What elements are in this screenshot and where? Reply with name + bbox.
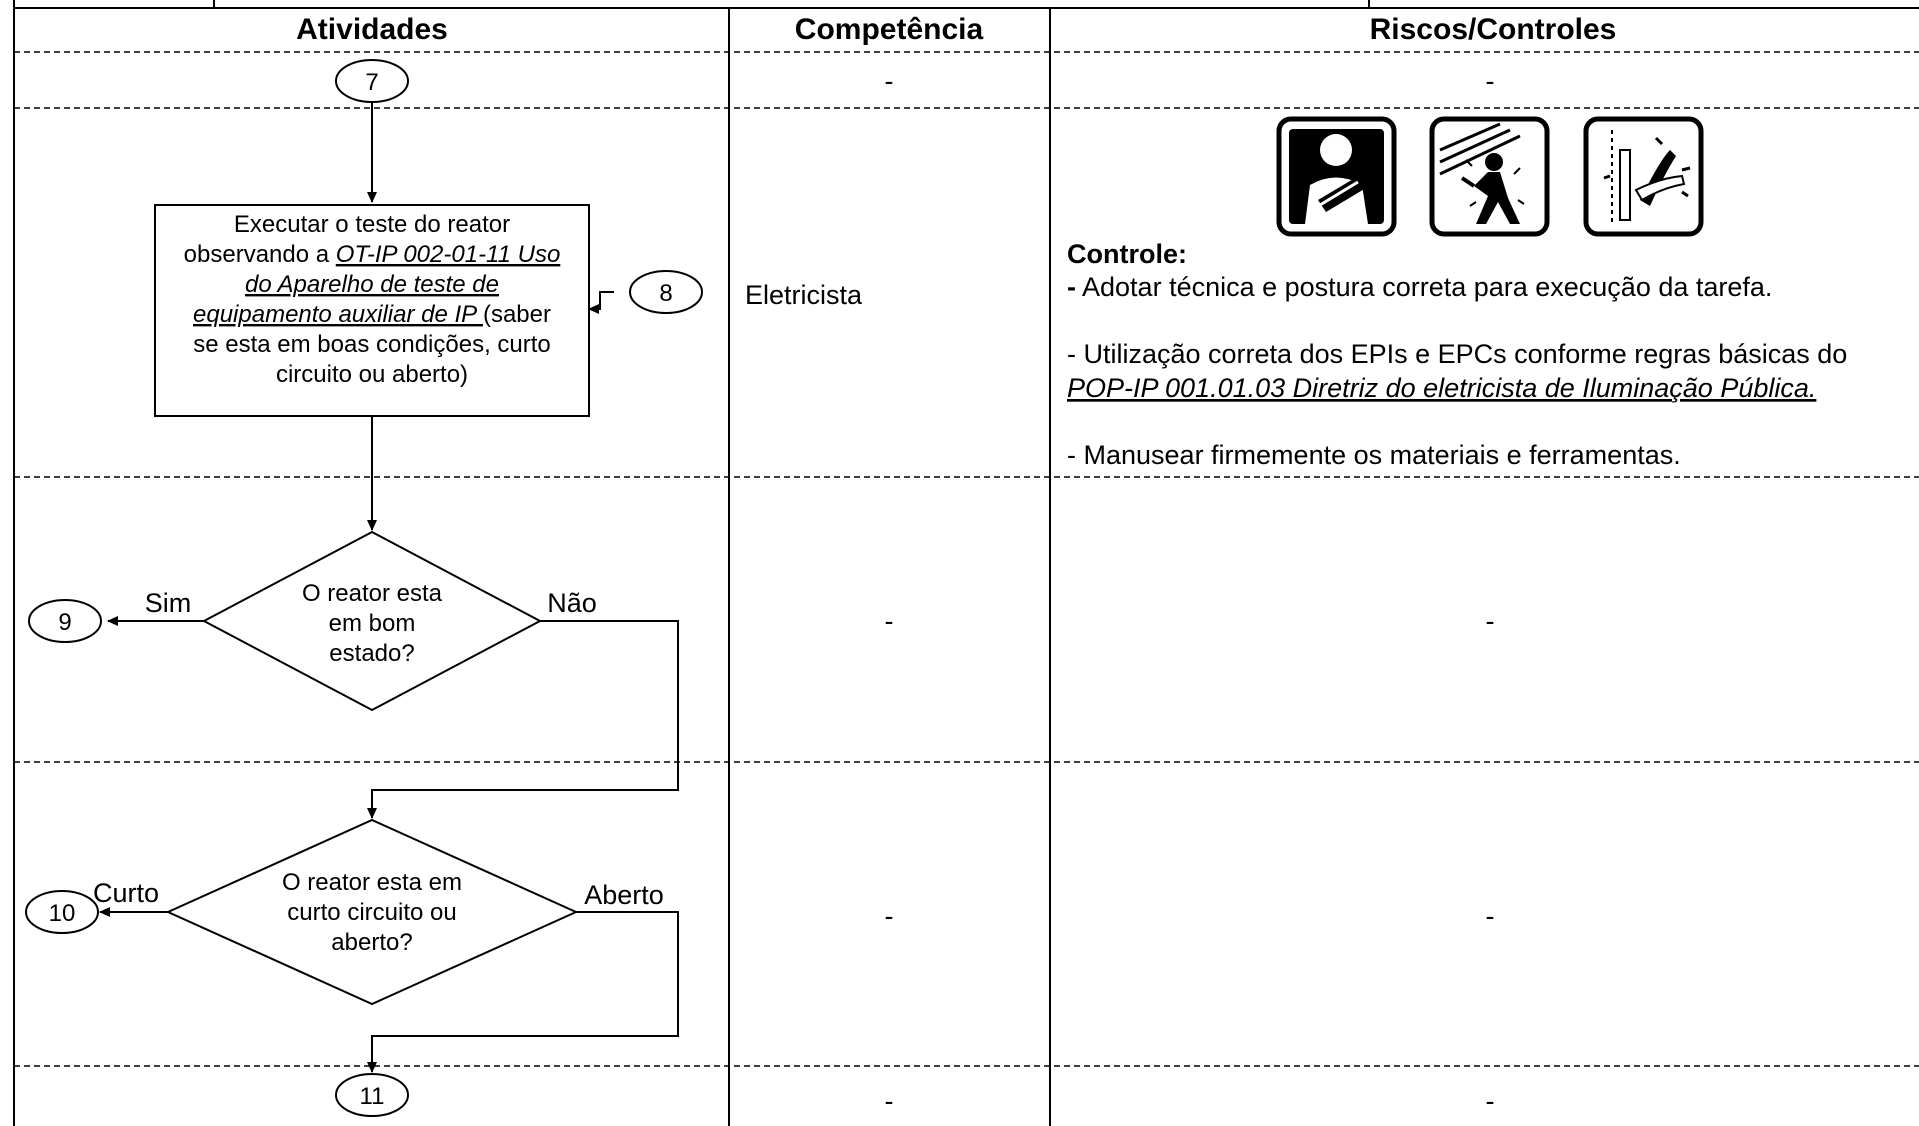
svg-text:8: 8	[659, 280, 672, 307]
connector-10: 10	[25, 890, 99, 934]
connector-11: 11	[335, 1073, 409, 1117]
svg-text:9: 9	[58, 609, 71, 636]
arrow-aberto-to-11	[367, 911, 679, 1073]
svg-text:em bom: em bom	[329, 610, 416, 637]
risks-cell: -	[1486, 1086, 1495, 1116]
header-competence: Competência	[795, 13, 984, 46]
label-aberto: Aberto	[584, 880, 664, 910]
competence-cell: -	[885, 606, 894, 636]
svg-text:Executar o teste do reator: Executar o teste do reator	[234, 211, 510, 238]
decision-2: O reator esta em curto circuito ou abert…	[165, 818, 579, 1006]
decision-1: O reator esta em bom estado?	[201, 530, 543, 712]
header-risks: Riscos/Controles	[1370, 13, 1617, 46]
label-sim: Sim	[145, 588, 192, 618]
tool-cut-icon	[1583, 116, 1704, 237]
svg-text:7: 7	[365, 69, 378, 96]
controls-title: Controle:	[1067, 239, 1187, 269]
arrow-nao-to-decision2	[367, 620, 679, 819]
risks-cell: -	[1486, 606, 1495, 636]
risks-cell: -	[1486, 66, 1495, 96]
svg-text:do Aparelho de teste de[interactable]: do Aparelho de teste de	[245, 271, 499, 298]
controls-block: Controle: - Adotar técnica e postura cor…	[1067, 239, 1847, 470]
svg-text:O reator esta em: O reator esta em	[282, 869, 462, 896]
competence-cell: -	[885, 901, 894, 931]
svg-text:aberto?: aberto?	[331, 929, 412, 956]
competence-cell: -	[885, 1086, 894, 1116]
connector-7: 7	[335, 59, 409, 103]
header-row: Atividades Competência Riscos/Controles	[13, 8, 1617, 1126]
arrow-8-to-process	[588, 291, 614, 314]
svg-text:estado?: estado?	[329, 640, 414, 667]
svg-text:circuito ou aberto): circuito ou aberto)	[276, 361, 468, 388]
electric-shock-icon	[1429, 116, 1550, 237]
control-item-2-link[interactable]: POP-IP 001.01.03 Diretriz do eletricista…	[1067, 373, 1816, 403]
header-activities: Atividades	[296, 13, 448, 46]
injured-arm-icon	[1276, 116, 1397, 237]
competence-cell: Eletricista	[745, 280, 863, 310]
connector-9: 9	[28, 599, 102, 643]
svg-text:11: 11	[360, 1083, 385, 1110]
label-nao: Não	[547, 588, 597, 618]
risks-cell: -	[1486, 901, 1495, 931]
control-item-2: - Utilização correta dos EPIs e EPCs con…	[1067, 339, 1847, 369]
competence-cell: -	[885, 66, 894, 96]
svg-text:O reator esta: O reator esta	[302, 580, 443, 607]
svg-text:10: 10	[49, 900, 76, 927]
connector-8: 8	[629, 270, 703, 314]
svg-text:observando a OT-IP 002-01-11 U: observando a OT-IP 002-01-11 Uso	[184, 241, 561, 268]
svg-text:equipamento auxiliar de IP (sa: equipamento auxiliar de IP (saber	[193, 301, 551, 328]
svg-text:curto circuito ou: curto circuito ou	[287, 899, 456, 926]
control-item-1: - Adotar técnica e postura correta para …	[1067, 272, 1772, 302]
svg-text:se esta em boas condições, cur: se esta em boas condições, curto	[193, 331, 551, 358]
label-curto: Curto	[93, 878, 159, 908]
control-item-3: - Manusear firmemente os materiais e fer…	[1067, 440, 1681, 470]
process-box: Executar o teste do reator observando a …	[154, 204, 590, 417]
